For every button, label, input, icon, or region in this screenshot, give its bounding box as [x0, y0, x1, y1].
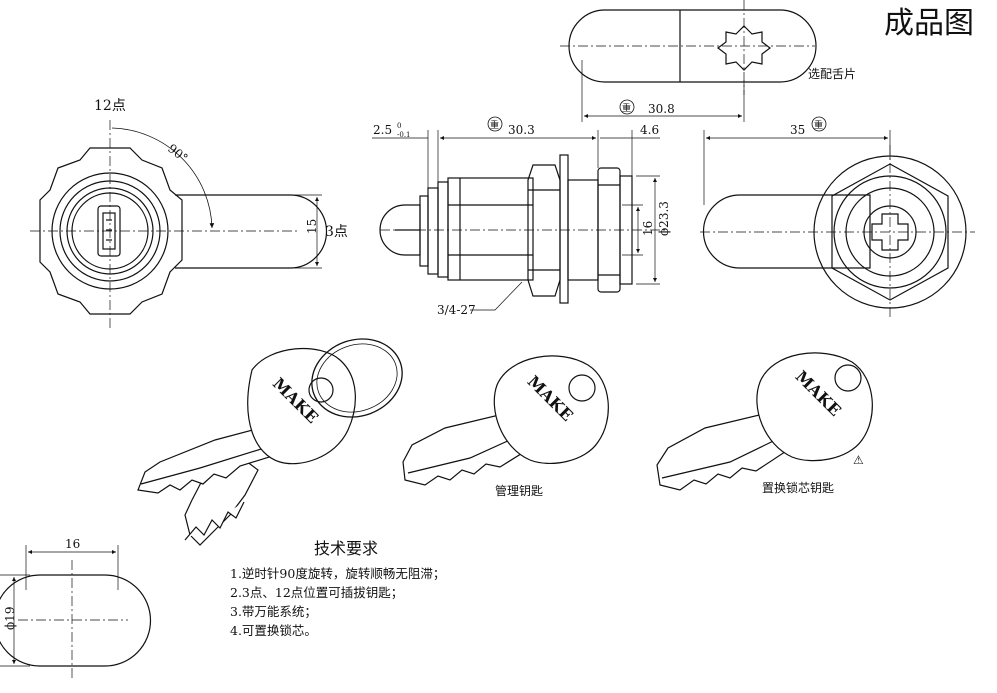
drawing-title: 成品图: [884, 6, 974, 41]
side-view: [379, 154, 633, 304]
mark-2: 重: [622, 102, 631, 114]
requirement-item: 2.3点、12点位置可插拔钥匙；: [230, 585, 403, 600]
master-key-label: 管理钥匙: [495, 483, 543, 498]
dim-4-6: 4.6: [640, 123, 659, 137]
position-3-label: 3点: [325, 224, 348, 240]
dim-19: ϕ19: [3, 607, 17, 630]
dim-15: 15: [305, 219, 319, 234]
master-key: [402, 355, 609, 486]
mark-3: 重: [814, 119, 823, 131]
dim-2-5-tol-low: -0.1: [397, 131, 411, 139]
angle-label: 90°: [165, 141, 190, 165]
core-key-label: 置换锁芯钥匙: [762, 480, 834, 495]
mark-1: 重: [490, 119, 499, 131]
dim-16-horizontal: 16: [65, 537, 80, 551]
position-12-label: 12点: [94, 98, 126, 114]
core-replacement-key: [656, 352, 873, 491]
dim-2-5: 2.5: [373, 123, 392, 137]
dim-2-5-tol-up: 0: [397, 122, 401, 130]
optional-cam-view: [568, 9, 817, 83]
warning-icon: ⚠: [853, 453, 864, 467]
dim-16-vertical: 16: [641, 221, 655, 236]
dim-23-3: ϕ23.3: [657, 201, 671, 236]
dim-30-8: 30.8: [648, 102, 675, 116]
dim-35: 35: [790, 123, 805, 137]
requirements-heading: 技术要求: [314, 539, 378, 558]
requirement-item: 3.带万能系统；: [230, 604, 317, 619]
thread-label: 3/4-27: [437, 303, 476, 317]
requirement-item: 4.可置换锁芯。: [230, 623, 317, 638]
key-ring-set: [137, 347, 356, 546]
requirement-item: 1.逆时针90度旋转，旋转顺畅无阻滞；: [230, 566, 445, 581]
cam-end-view: [0, 574, 152, 667]
optional-cam-label: 选配舌片: [808, 67, 856, 81]
dim-30-3: 30.3: [508, 123, 535, 137]
